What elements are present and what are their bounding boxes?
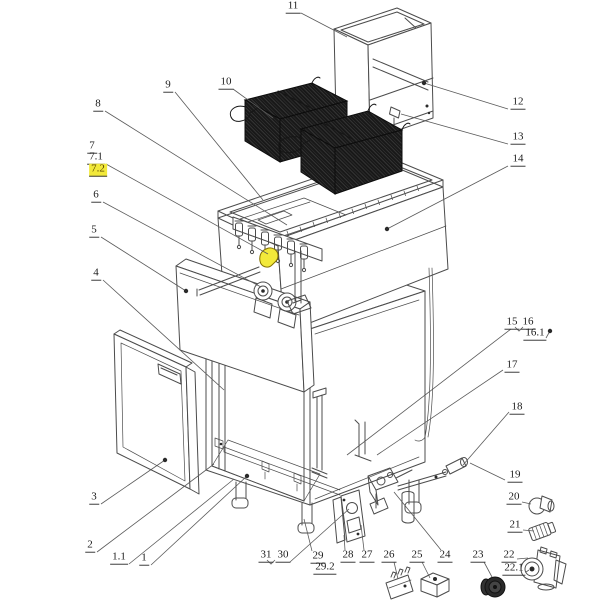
- leader-line-27: [360, 524, 365, 551]
- leader-line-22: [516, 557, 529, 560]
- leader-line-9: [174, 91, 264, 201]
- part-label-25: 25: [409, 548, 425, 563]
- pipe-fitting-ribbed: [528, 521, 557, 541]
- part-label-31: 31: [258, 548, 274, 563]
- leader-line-15: [346, 328, 512, 456]
- part-label-3: 3: [89, 490, 99, 505]
- highlighted-part: [259, 247, 279, 268]
- leader-line-10: [232, 88, 274, 119]
- leader-dot-12: [421, 80, 427, 86]
- part-label-1: 1: [139, 551, 149, 566]
- burner-pilot-assembly: [332, 457, 468, 544]
- part-label-11: 11: [285, 0, 301, 14]
- part-label-10: 10: [218, 75, 234, 90]
- leader-line-7.1: [105, 163, 269, 255]
- leader-line-30: [289, 508, 350, 563]
- part-label-29: 29: [310, 549, 326, 564]
- leader-lines: [96, 12, 553, 580]
- part-label-16.1: 16.1: [523, 326, 547, 341]
- part-label-28: 28: [340, 548, 356, 563]
- leader-dot-3: [162, 457, 168, 463]
- part-label-17: 17: [504, 358, 520, 373]
- leader-dot-5: [183, 288, 189, 294]
- leader-line-11: [300, 12, 348, 38]
- leader-line-28: [343, 534, 346, 551]
- part-label-9: 9: [163, 78, 173, 93]
- component-box: [420, 572, 450, 598]
- micro-switch: [385, 566, 414, 600]
- part-label-24: 24: [437, 548, 453, 563]
- part-label-22.1: 22.1: [502, 561, 526, 576]
- leader-line-25: [421, 561, 431, 579]
- leader-line-3: [100, 459, 166, 505]
- leader-line-23: [483, 561, 493, 578]
- part-label-13: 13: [510, 130, 526, 145]
- part-label-16: 16: [520, 315, 536, 330]
- part-label-29.2: 29.2: [313, 560, 337, 575]
- capillary-tube: [414, 267, 434, 442]
- leader-line-24: [393, 491, 442, 551]
- leader-line-20: [521, 501, 532, 505]
- leader-line-1.1: [128, 478, 235, 565]
- leader-line-22.1: [525, 569, 530, 573]
- leader-line-1: [150, 475, 248, 566]
- part-label-27: 27: [359, 548, 375, 563]
- part-label-22: 22: [501, 548, 517, 563]
- leader-line-29: [303, 518, 313, 552]
- valve-manifold: [196, 216, 323, 329]
- leader-line-26: [393, 561, 399, 580]
- part-label-7: 7: [87, 139, 97, 154]
- part-label-14: 14: [510, 152, 526, 167]
- part-label-19: 19: [507, 468, 523, 483]
- leader-line-12: [423, 82, 509, 110]
- part-label-23: 23: [470, 548, 486, 563]
- loose-parts: [385, 495, 567, 600]
- leader-line-18: [462, 411, 510, 466]
- leader-line-2: [96, 463, 215, 553]
- part-label-8: 8: [93, 97, 103, 112]
- part-label-26: 26: [381, 548, 397, 563]
- leader-dot-14: [384, 226, 390, 232]
- leader-line-13: [400, 113, 509, 145]
- fry-baskets: [229, 76, 411, 195]
- leader-line-5: [100, 236, 187, 292]
- leader-line-14: [386, 165, 509, 230]
- legs: [231, 479, 422, 534]
- leader-line-19: [469, 462, 506, 481]
- control-knob: [480, 576, 506, 598]
- leader-line-17: [376, 369, 504, 456]
- part-label-6: 6: [91, 188, 101, 203]
- part-label-15: 15: [504, 315, 520, 330]
- part-label-18: 18: [509, 400, 525, 415]
- leader-line-21: [522, 529, 535, 532]
- part-label-21: 21: [507, 518, 523, 533]
- pipe-fitting-elbow: [528, 495, 555, 515]
- leader-dot-16.1: [547, 328, 553, 334]
- part-label-20: 20: [506, 490, 522, 505]
- part-label-7.2: 7.2: [89, 162, 107, 177]
- part-label-4: 4: [91, 266, 101, 281]
- part-label-12: 12: [510, 95, 526, 110]
- leader-line-8: [104, 110, 288, 226]
- door: [113, 329, 200, 495]
- leader-line-6: [102, 201, 262, 288]
- part-label-30: 30: [275, 548, 291, 563]
- gas-valve: [520, 546, 567, 591]
- part-label-1.1: 1.1: [110, 550, 128, 565]
- part-label-2: 2: [85, 538, 95, 553]
- leader-line-4: [102, 279, 225, 391]
- leader-dot-1: [244, 473, 250, 479]
- part-label-5: 5: [89, 223, 99, 238]
